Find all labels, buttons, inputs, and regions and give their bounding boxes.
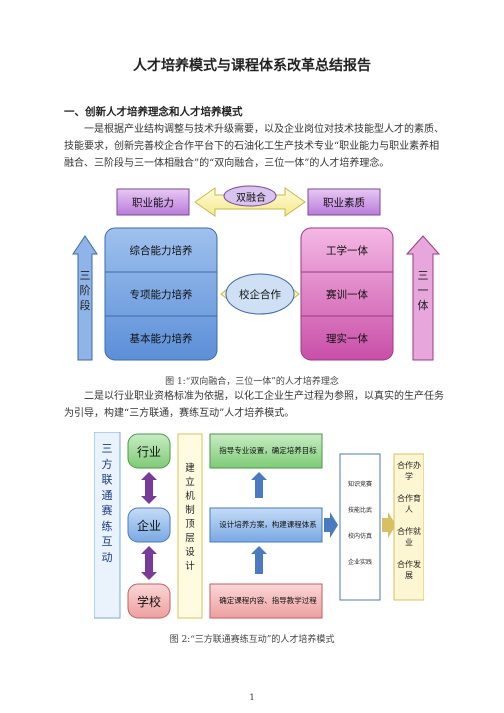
label-school: 学校 [136,594,161,609]
mid-banner [177,433,203,619]
node-industry [127,433,171,469]
outcomes-list: 合作办学 合作育人 合作就业 合作发展 [394,460,424,581]
outcome-item: 合作办学 [397,461,421,481]
paragraph-2: 二是以行业职业资格标准为依据，以化工企业生产过程为参照，以真实的生产任务为引导，… [64,391,444,419]
label-basic: 基本能力培养 [129,332,193,345]
right-arrow-text: 三一体 [417,269,429,312]
label-industry: 行业 [136,444,161,459]
figure-2-caption: 图 2:“三方联通赛练互动”的人才培养模式 [169,635,335,645]
left-up-arrow [72,235,98,361]
step-1-box [209,433,323,469]
label-school-enterprise: 校企合作 [239,288,281,301]
label-enterprise: 企业 [136,518,161,533]
step-1-text: 指导专业设置，确定培养目标 [219,446,317,455]
outcome-item: 合作育人 [397,494,421,514]
left-stack [104,227,218,361]
arrow-to-outcomes [382,512,396,538]
step-3-box [209,583,323,619]
method-item: 企业实践 [347,559,372,566]
page-title: 人才培养模式与课程体系改革总结报告 [133,58,371,74]
step-2-box [209,507,323,543]
outcome-item: 合作发展 [397,560,421,580]
right-up-arrow [405,235,441,361]
method-item: 知识竞赛 [347,481,372,488]
left-banner-text: 三方联通赛练互动 [101,442,113,564]
mid-banner-text: 建立机制顶层设计 [185,463,195,572]
arrow-enterprise-school [141,546,157,580]
outcomes-box [393,453,424,601]
section-heading: 一、创新人才培养理念和人才培养模式 [64,106,243,118]
label-comprehensive: 综合能力培养 [129,244,193,257]
method-item: 技能比武 [347,507,372,514]
figure-1-diagram [72,185,441,361]
label-work-study: 工学一体 [326,244,368,257]
arrow-to-methods [324,512,338,538]
arrow-industry-enterprise [141,472,157,504]
method-item: 校内仿真 [347,533,372,540]
label-specialized: 专项能力培养 [129,288,193,301]
step-3-text: 确定课程内容、指导教学过程 [219,596,317,605]
center-ellipse [225,273,295,315]
paragraph-1: 一是根据产业结构调整与技术升级需要，以及企业岗位对技术技能型人才的素质、技能要求… [64,124,444,169]
label-theory-practice: 理实一体 [326,332,368,345]
figure-1-caption: 图 1:“双向融合，三位一体”的人才培养理念 [165,377,339,387]
center-top-ellipse [223,185,277,207]
arrow-step-1-2 [251,472,267,498]
left-banner [94,432,121,619]
page-number: 1 [249,693,255,702]
label-vocational-ability: 职业能力 [132,196,174,209]
outcome-item: 合作就业 [397,527,421,547]
right-stack [300,227,394,361]
step-2-text: 设计培养方案，构建课程体系 [219,520,317,529]
left-arrow-text: 三阶段 [79,269,91,312]
box-vocational-quality [307,188,381,216]
node-school [127,583,171,619]
box-vocational-ability [116,188,190,216]
arrow-step-2-3 [251,546,267,574]
label-competition-training: 赛训一体 [326,288,368,301]
methods-list: 知识竞赛 技能比武 校内仿真 企业实践 [340,480,380,568]
label-vocational-quality: 职业素质 [323,196,365,209]
figure-2-diagram [94,432,424,619]
methods-box [339,453,381,601]
node-enterprise [127,507,171,543]
label-double-fusion: 双融合 [236,192,266,204]
